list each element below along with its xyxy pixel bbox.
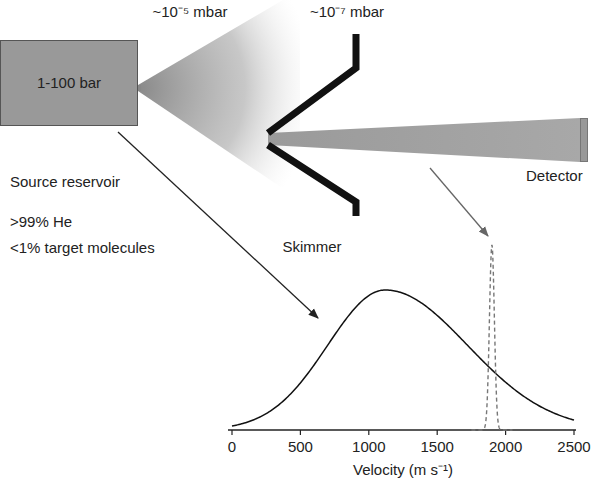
skimmer-lower [268,145,356,216]
leader-arrow [430,168,488,236]
tick-label: 1500 [421,439,454,456]
composition-note: >99% He [10,214,72,231]
axis-tick [573,430,574,435]
skimmer-label: Skimmer [282,239,341,256]
axis-tick [300,430,301,435]
molecular-beam [268,118,580,162]
velocity-chart [228,245,576,435]
tick-label: 500 [288,439,313,456]
reservoir-caption: Source reservoir [10,174,120,191]
axis-tick [368,430,369,435]
axis-tick [505,430,506,435]
pressure-label: 1-100 bar [37,75,101,92]
axis-tick [231,430,232,435]
axis-title: Velocity (m s⁻¹) [353,462,453,479]
detector-plate [580,118,588,162]
skimmer-upper [268,34,356,133]
composition-note: <1% target molecules [10,240,155,257]
pressure-label: ~10⁻⁷ mbar [310,4,384,21]
tick-label: 2000 [489,439,522,456]
axis-tick [437,430,438,435]
detector: Detector [522,118,600,188]
thermal-distribution [232,290,574,426]
source-reservoir: 1-100 bar [0,40,138,126]
detector-label: Detector [526,168,583,185]
x-axis [228,429,576,430]
leader-arrow [118,132,318,318]
beam-distribution [471,245,512,430]
pressure-label: ~10⁻⁵ mbar [152,4,227,21]
tick-label: 0 [228,439,236,456]
tick-label: 2500 [557,439,590,456]
tick-label: 1000 [352,439,385,456]
expansion-cone [138,0,300,200]
